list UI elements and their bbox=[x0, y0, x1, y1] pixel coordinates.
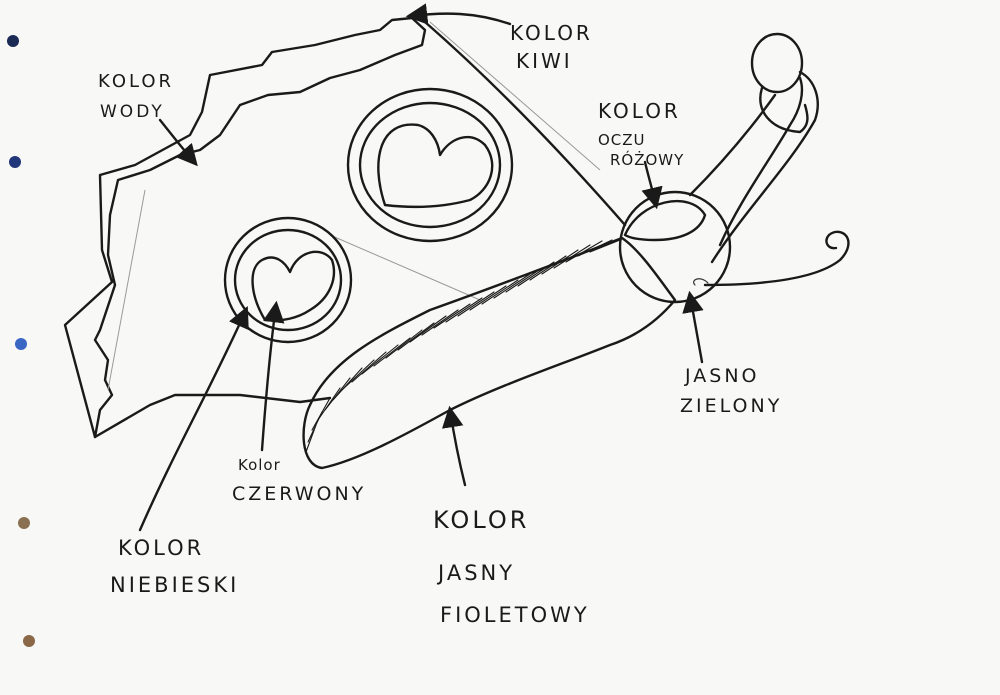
small-heart-spot bbox=[223, 216, 353, 344]
svg-text:KIWI: KIWI bbox=[516, 49, 573, 73]
arrow-jasno-zielony bbox=[682, 290, 704, 364]
wing-upper-edge bbox=[423, 20, 627, 227]
antenna-curl bbox=[703, 230, 850, 287]
svg-text:KOLOR: KOLOR bbox=[98, 71, 174, 92]
svg-text:CZERWONY: CZERWONY bbox=[232, 483, 366, 505]
wing-inner-outline bbox=[93, 393, 332, 439]
svg-text:JASNY: JASNY bbox=[436, 561, 515, 585]
binder-hole bbox=[23, 635, 35, 647]
svg-text:FIOLETOWY: FIOLETOWY bbox=[440, 603, 590, 627]
svg-text:KOLOR: KOLOR bbox=[433, 506, 529, 534]
label-kolor-kiwi: KOLOR KIWI bbox=[510, 21, 593, 73]
arrow-kolor-oczu bbox=[641, 160, 663, 210]
big-heart-spot bbox=[346, 87, 514, 243]
binder-holes bbox=[7, 35, 35, 647]
label-kolor-oczu: KOLOR OCZU RÓŻOWY bbox=[598, 99, 684, 169]
svg-text:Kolor: Kolor bbox=[238, 456, 281, 474]
svg-text:OCZU: OCZU bbox=[598, 131, 646, 149]
body-hatching bbox=[305, 239, 621, 453]
svg-text:RÓŻOWY: RÓŻOWY bbox=[610, 150, 684, 169]
label-kolor-niebieski: KOLOR NIEBIESKI bbox=[110, 536, 239, 597]
svg-text:KOLOR: KOLOR bbox=[598, 99, 681, 123]
label-kolor-czerwony: Kolor CZERWONY bbox=[232, 456, 366, 505]
svg-text:KOLOR: KOLOR bbox=[510, 21, 593, 45]
arrow-kolor-kiwi bbox=[405, 3, 512, 26]
binder-hole bbox=[7, 35, 19, 47]
arrow-kolor-niebieski bbox=[138, 306, 249, 532]
antenna-ball bbox=[750, 32, 804, 94]
arrow-kolor-fioletowy bbox=[441, 405, 467, 487]
binder-hole bbox=[18, 517, 30, 529]
svg-text:ZIELONY: ZIELONY bbox=[680, 395, 782, 417]
pencil-guide bbox=[107, 21, 601, 391]
arrow-kolor-wody bbox=[158, 118, 198, 167]
svg-text:KOLOR: KOLOR bbox=[118, 536, 204, 560]
arrow-kolor-czerwony bbox=[260, 300, 285, 452]
wing-outer-outline bbox=[63, 16, 427, 439]
svg-text:JASNO: JASNO bbox=[684, 365, 760, 387]
butterfly-body bbox=[302, 236, 677, 470]
binder-hole bbox=[9, 156, 21, 168]
svg-text:NIEBIESKI: NIEBIESKI bbox=[110, 573, 239, 597]
label-kolor-wody: KOLOR WODY bbox=[98, 71, 174, 122]
label-arrows bbox=[138, 3, 704, 532]
heart-icon bbox=[251, 250, 336, 322]
label-jasno-zielony: JASNO ZIELONY bbox=[680, 365, 782, 417]
binder-hole bbox=[15, 338, 27, 350]
heart-icon bbox=[377, 123, 494, 209]
svg-text:WODY: WODY bbox=[100, 102, 165, 122]
antenna bbox=[688, 93, 777, 197]
label-kolor-jasny-fioletowy: KOLOR JASNY FIOLETOWY bbox=[433, 506, 590, 627]
